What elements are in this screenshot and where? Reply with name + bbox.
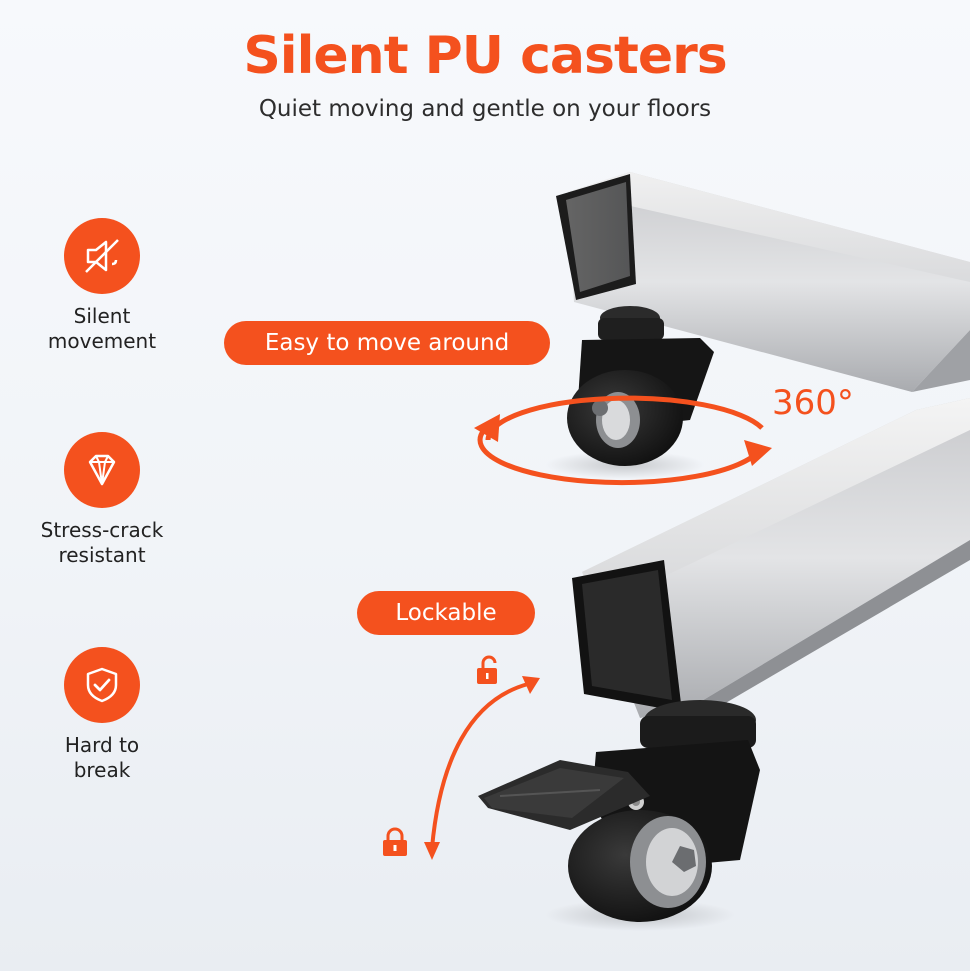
upper-caster bbox=[567, 306, 714, 466]
page-subtitle: Quiet moving and gentle on your floors bbox=[258, 96, 712, 122]
rotation-arrowhead bbox=[474, 414, 500, 442]
lock-arrowhead-up bbox=[522, 676, 540, 694]
shield-check-icon bbox=[64, 647, 140, 723]
rotation-arrow bbox=[477, 395, 764, 486]
rotation-arrowhead bbox=[744, 440, 772, 466]
page-title: Silent PU casters bbox=[243, 26, 727, 86]
locked-padlock-icon bbox=[383, 827, 407, 856]
feature-label: Stress-crack resistant bbox=[40, 518, 164, 567]
lower-frame-tube bbox=[572, 398, 970, 718]
lock-callout: Lockable bbox=[357, 591, 535, 635]
feature-hard-to-break: Hard to break bbox=[22, 647, 182, 783]
feature-label: Silent movement bbox=[47, 304, 157, 353]
lock-arc-arrow bbox=[430, 682, 529, 849]
lower-caster bbox=[478, 700, 760, 922]
rotation-label: 360° bbox=[772, 383, 854, 423]
upper-frame-tube bbox=[556, 172, 970, 392]
diamond-icon bbox=[64, 432, 140, 508]
feature-label: Hard to break bbox=[64, 733, 140, 782]
silent-speaker-icon bbox=[64, 218, 140, 294]
unlocked-padlock-icon bbox=[477, 655, 497, 684]
lock-arrowhead-down bbox=[424, 842, 440, 860]
move-callout: Easy to move around bbox=[224, 321, 550, 365]
feature-stress-crack: Stress-crack resistant bbox=[22, 432, 182, 568]
feature-silent: Silent movement bbox=[22, 218, 182, 354]
